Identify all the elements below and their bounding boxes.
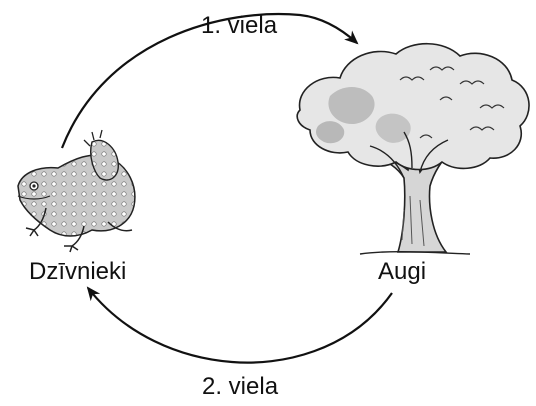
tree-icon [297,44,529,254]
bottom-arrow-label: 2. viela [202,375,278,399]
plants-label: Augi [378,260,426,284]
animals-label: Dzīvnieki [29,260,126,284]
top-arrow-label: 1. viela [201,14,277,38]
arrow-bottom [88,288,392,363]
frog-icon [18,130,135,252]
